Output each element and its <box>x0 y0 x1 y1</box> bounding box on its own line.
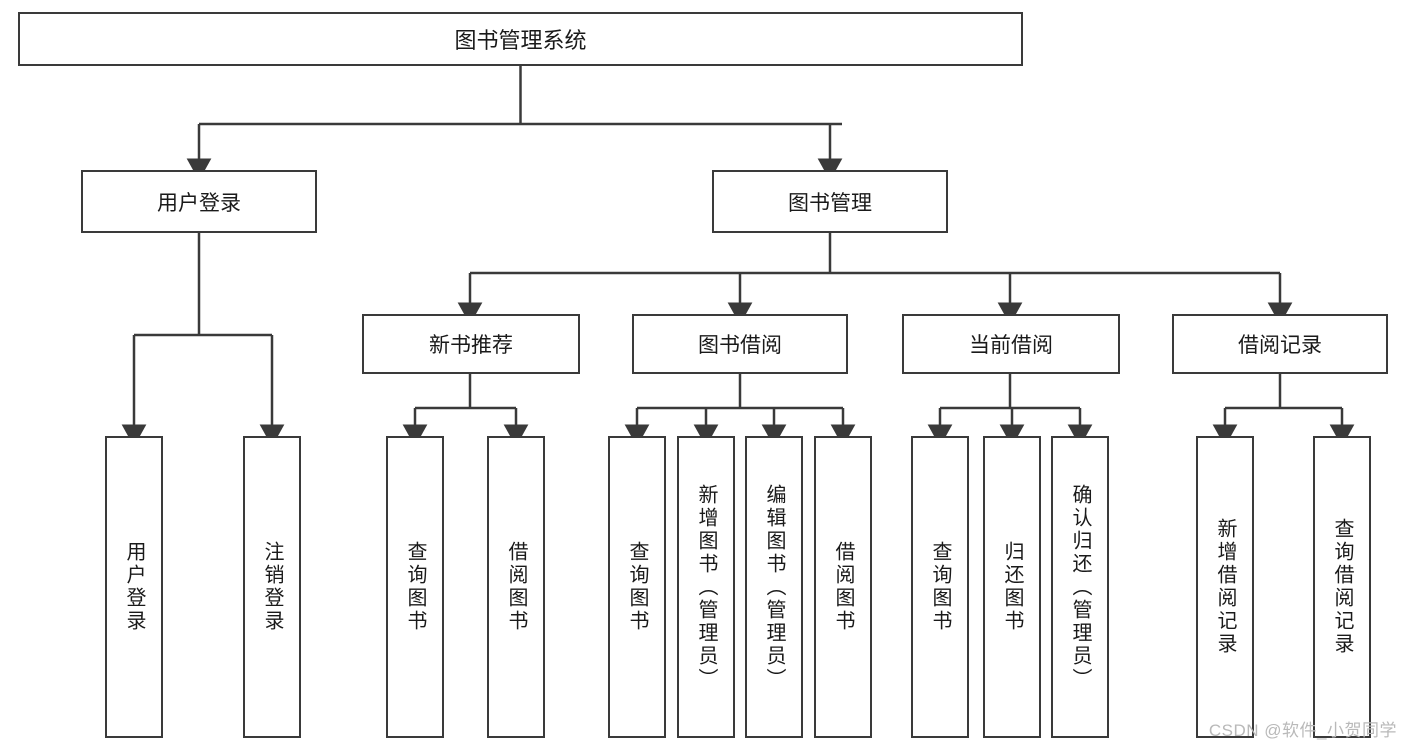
node-book-borrow[interactable]: 图书借阅 <box>632 314 848 374</box>
leaf-user-logout[interactable]: 注销登录 <box>243 436 301 738</box>
leaf-edit-book-admin-label: 编辑图书（管理员） <box>763 483 785 691</box>
leaf-query-borrow-record[interactable]: 查询借阅记录 <box>1313 436 1371 738</box>
leaf-add-borrow-record-label: 新增借阅记录 <box>1214 518 1236 656</box>
node-root[interactable]: 图书管理系统 <box>18 12 1023 66</box>
leaf-borrow-query-book[interactable]: 查询图书 <box>608 436 666 738</box>
leaf-add-book-admin[interactable]: 新增图书（管理员） <box>677 436 735 738</box>
node-borrow-record[interactable]: 借阅记录 <box>1172 314 1388 374</box>
leaf-return-book[interactable]: 归还图书 <box>983 436 1041 738</box>
leaf-borrow-query-book-label: 查询图书 <box>626 541 648 633</box>
node-book-management-label: 图书管理 <box>788 191 872 215</box>
leaf-query-borrow-record-label: 查询借阅记录 <box>1331 518 1353 656</box>
leaf-new-book-query-label: 查询图书 <box>404 541 426 633</box>
node-book-borrow-label: 图书借阅 <box>698 334 782 357</box>
leaf-new-book-borrow[interactable]: 借阅图书 <box>487 436 545 738</box>
leaf-confirm-return-admin[interactable]: 确认归还（管理员） <box>1051 436 1109 738</box>
node-current-borrow-label: 当前借阅 <box>969 334 1053 357</box>
node-book-management[interactable]: 图书管理 <box>712 170 948 233</box>
leaf-confirm-return-admin-label: 确认归还（管理员） <box>1069 483 1091 691</box>
leaf-new-book-borrow-label: 借阅图书 <box>505 541 527 633</box>
node-current-borrow[interactable]: 当前借阅 <box>902 314 1120 374</box>
leaf-user-login[interactable]: 用户登录 <box>105 436 163 738</box>
node-root-label: 图书管理系统 <box>454 28 587 53</box>
node-user-login[interactable]: 用户登录 <box>81 170 317 233</box>
leaf-new-book-query[interactable]: 查询图书 <box>386 436 444 738</box>
leaf-borrow-book-label: 借阅图书 <box>832 541 854 633</box>
leaf-add-book-admin-label: 新增图书（管理员） <box>695 483 717 691</box>
leaf-user-logout-label: 注销登录 <box>261 541 283 633</box>
leaf-edit-book-admin[interactable]: 编辑图书（管理员） <box>745 436 803 738</box>
node-new-book-recommend-label: 新书推荐 <box>429 334 513 357</box>
leaf-return-book-label: 归还图书 <box>1001 541 1023 633</box>
node-new-book-recommend[interactable]: 新书推荐 <box>362 314 580 374</box>
leaf-current-query-book[interactable]: 查询图书 <box>911 436 969 738</box>
leaf-borrow-book[interactable]: 借阅图书 <box>814 436 872 738</box>
leaf-user-login-label: 用户登录 <box>123 541 145 633</box>
leaf-add-borrow-record[interactable]: 新增借阅记录 <box>1196 436 1254 738</box>
node-user-login-label: 用户登录 <box>157 191 241 215</box>
node-borrow-record-label: 借阅记录 <box>1238 334 1322 357</box>
leaf-current-query-book-label: 查询图书 <box>929 541 951 633</box>
